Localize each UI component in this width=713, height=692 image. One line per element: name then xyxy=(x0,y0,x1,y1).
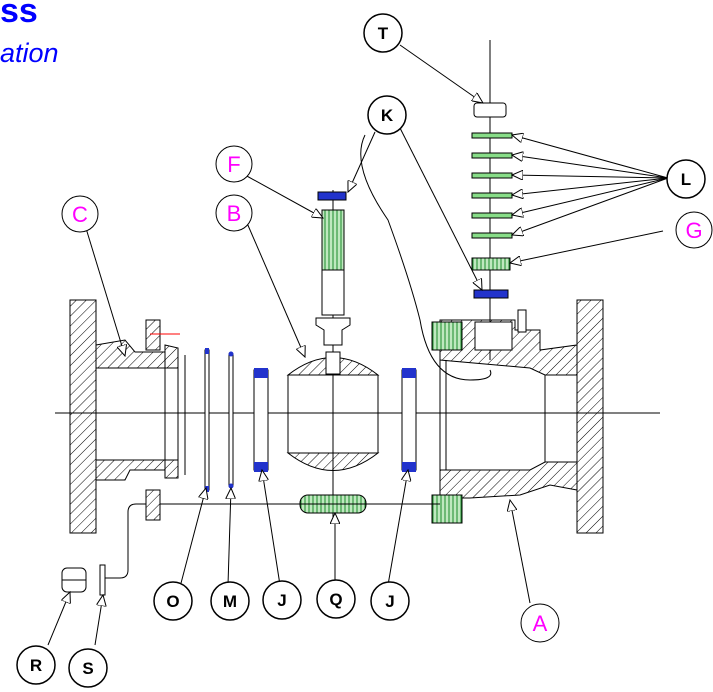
seat-ring-left xyxy=(253,368,269,472)
callout-t: T xyxy=(363,13,403,53)
callout-o: O xyxy=(153,581,193,621)
svg-text:L: L xyxy=(681,170,691,189)
body-seal-m xyxy=(228,353,234,487)
callout-m: M xyxy=(210,581,250,621)
callout-l: L xyxy=(666,159,706,199)
nut-and-washer xyxy=(61,503,146,596)
svg-text:O: O xyxy=(166,592,179,611)
callout-b: B xyxy=(215,194,253,232)
svg-text:K: K xyxy=(381,106,394,125)
callout-f: F xyxy=(215,145,253,183)
callout-r: R xyxy=(16,645,56,685)
svg-text:J: J xyxy=(385,592,394,611)
callout-s: S xyxy=(68,648,108,688)
stem xyxy=(315,191,351,346)
callout-a: A xyxy=(520,603,560,643)
body-seal-o xyxy=(204,349,210,491)
callout-c: C xyxy=(61,195,99,233)
stem-stack xyxy=(471,102,513,299)
svg-text:A: A xyxy=(533,611,548,636)
left-end-body xyxy=(69,299,186,534)
callout-q: Q xyxy=(316,579,356,619)
svg-text:M: M xyxy=(223,592,237,611)
svg-text:B: B xyxy=(227,201,242,226)
leader-lines xyxy=(47,44,669,646)
callout-j-right: J xyxy=(370,581,410,621)
svg-text:G: G xyxy=(685,218,702,243)
svg-text:S: S xyxy=(82,659,93,678)
svg-text:J: J xyxy=(277,591,286,610)
main-body xyxy=(431,299,604,534)
svg-text:F: F xyxy=(227,152,240,177)
svg-text:T: T xyxy=(378,24,389,43)
ball xyxy=(286,351,380,471)
document-subtitle: ation xyxy=(0,38,59,68)
seat-ring-right xyxy=(401,368,417,472)
callout-j-left: J xyxy=(262,580,302,620)
callout-g: G xyxy=(675,211,713,249)
svg-text:Q: Q xyxy=(329,590,342,609)
document-title: ss xyxy=(0,0,38,30)
svg-text:R: R xyxy=(30,656,42,675)
callout-k: K xyxy=(367,95,407,135)
svg-text:C: C xyxy=(72,202,88,227)
